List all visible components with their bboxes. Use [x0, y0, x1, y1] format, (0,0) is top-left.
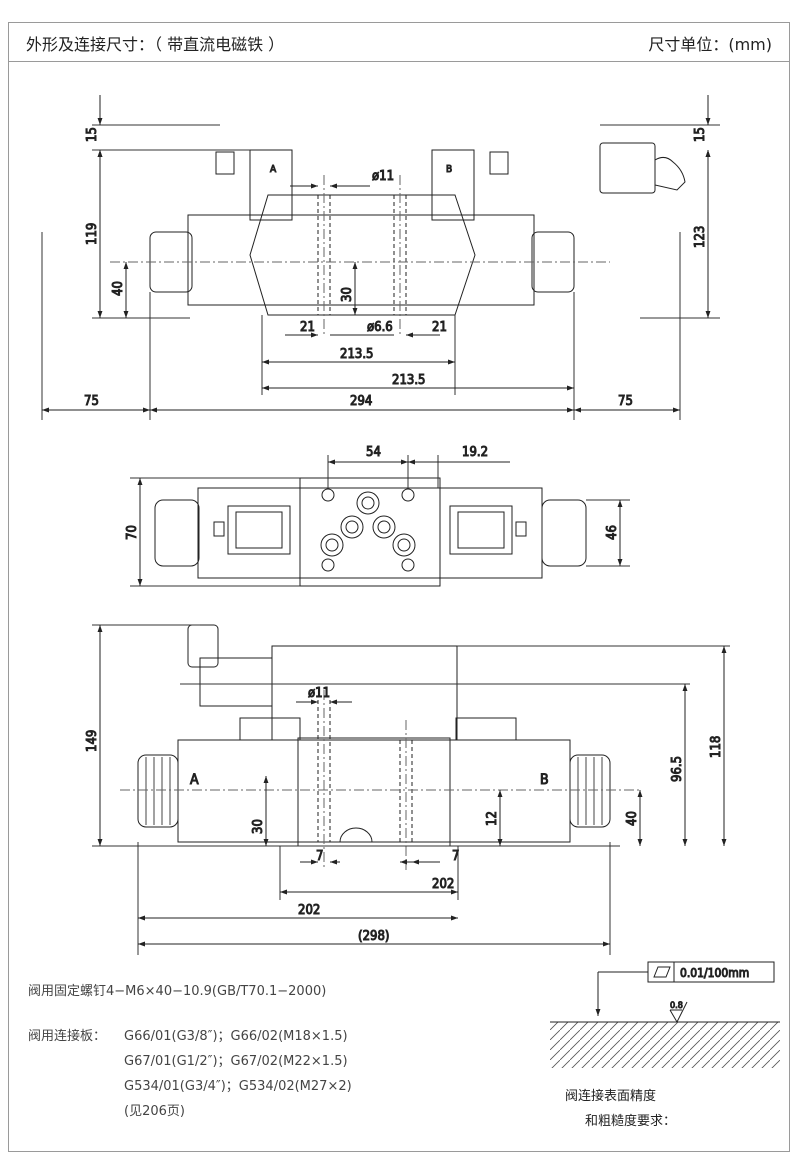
front-view: A B 15 119 40 30 ø11 ø6.6 21 21 213.5 21…: [41, 95, 720, 420]
side-extension-lines: [92, 624, 730, 955]
dim-40-side: 40: [625, 811, 640, 826]
dim-7-right: 7: [452, 849, 459, 864]
cable-gland-right: [654, 156, 686, 191]
dim-149: 149: [85, 730, 100, 752]
side-connector: [199, 657, 273, 707]
plate-line-2: G67/01(G1/2″)；G67/02(M22×1.5): [124, 1054, 348, 1069]
dim-202-b: 202: [298, 903, 320, 918]
dim-75-right: 75: [618, 394, 633, 409]
header-bar: 外形及连接尺寸：（ 带直流电磁铁 ） 尺寸单位：(mm): [8, 22, 790, 62]
dim-213-5-a: 213.5: [340, 347, 373, 362]
center-block: [249, 194, 476, 316]
side-step-left: [239, 717, 301, 741]
top-center-block: [299, 477, 441, 587]
side-plug: [187, 624, 219, 668]
drawing-frame: [8, 22, 790, 1152]
top-coil-right-inner: [457, 511, 505, 549]
top-extension-lines: [130, 455, 630, 587]
plate-line-1: G66/01(G3/8″)；G66/02(M18×1.5): [124, 1029, 348, 1044]
roughness-value: 0.8: [670, 1001, 683, 1011]
dim-96-5: 96.5: [670, 756, 685, 782]
surface-spec: 0.01/100mm 0.8: [550, 961, 780, 1068]
dim-19-2: 19.2: [462, 445, 488, 460]
dim-30-front: 30: [340, 287, 355, 302]
dim-30-side: 30: [251, 819, 266, 834]
flatness-icon: [653, 966, 671, 978]
side-step-right: [455, 717, 517, 741]
roughness-icon: [669, 1001, 688, 1024]
side-dimension-lines: [97, 625, 727, 947]
surface-caption-2: 和粗糙度要求：: [585, 1114, 677, 1129]
top-view: 54 19.2 70 46: [125, 445, 630, 587]
top-pin-right: [515, 521, 527, 537]
surface-caption-1: 阀连接表面精度: [565, 1089, 657, 1104]
dim-294: 294: [350, 394, 372, 409]
dim-118: 118: [709, 736, 724, 758]
dim-12: 12: [485, 811, 500, 826]
dim-phi11-side: ø11: [308, 686, 330, 701]
side-label-a: A: [190, 772, 199, 788]
plug-right: [599, 142, 656, 194]
top-coil-left-inner: [235, 511, 283, 549]
dim-54: 54: [366, 445, 381, 460]
dim-119: 119: [85, 223, 100, 245]
top-coil-right: [449, 505, 513, 555]
top-coil-left: [227, 505, 291, 555]
knurl-lines: [145, 757, 603, 825]
connector-b: [489, 151, 509, 175]
side-end-cap-right: [569, 754, 611, 828]
dim-202-a: 202: [432, 877, 454, 892]
solenoid-label-b: B: [446, 164, 452, 175]
dim-213-5-b: 213.5: [392, 373, 425, 388]
top-pin-left: [213, 521, 225, 537]
top-body: [197, 487, 543, 579]
dim-46: 46: [605, 525, 620, 540]
plate-line-4: (见206页): [124, 1104, 185, 1119]
dim-phi66: ø6.6: [367, 320, 393, 335]
hatched-surface: [550, 1022, 780, 1068]
side-label-b: B: [540, 772, 549, 788]
side-drain: [339, 827, 373, 843]
screw-note: 阀用固定螺钉4−M6×40−10.9(GB/T70.1−2000): [28, 984, 327, 999]
port-hidden-lines: [317, 195, 407, 315]
dim-7-left: 7: [316, 849, 323, 864]
connector-a: [215, 151, 235, 175]
coil-housing-b: [431, 149, 475, 221]
top-dimension-lines: [137, 459, 623, 586]
side-center-lines: [120, 690, 640, 870]
dim-298: (298): [358, 929, 389, 944]
plate-line-3: G534/01(G3/4″)；G534/02(M27×2): [124, 1079, 352, 1094]
coil-housing-a: [249, 149, 293, 221]
dim-21-right: 21: [432, 320, 447, 335]
top-ports: [320, 488, 416, 572]
dim-75-left: 75: [84, 394, 99, 409]
dim-15-left: 15: [85, 127, 100, 142]
dim-40-front: 40: [111, 281, 126, 296]
dim-21-left: 21: [300, 320, 315, 335]
side-center-block: [297, 737, 451, 847]
plate-label: 阀用连接板：: [28, 1029, 107, 1044]
top-end-cap-left: [154, 499, 200, 567]
solenoid-label-a: A: [270, 164, 277, 175]
side-body: [177, 739, 571, 843]
side-end-cap-left: [137, 754, 179, 828]
dim-70: 70: [125, 525, 140, 540]
center-lines: [110, 175, 610, 335]
dim-phi11-front: ø11: [372, 169, 394, 184]
side-view: A B 149 ø11 30 7 7 12 40 96.5 118 202 20…: [85, 624, 730, 955]
flatness-value: 0.01/100mm: [680, 966, 749, 980]
valve-body: [187, 214, 535, 306]
dim-15-right: 15: [693, 127, 708, 142]
front-dimension-lines: [42, 95, 711, 413]
side-hidden-lines: [317, 700, 413, 842]
page-title: 外形及连接尺寸：（ 带直流电磁铁 ）: [26, 35, 285, 54]
front-extension-lines: [41, 124, 720, 420]
top-end-cap-right: [541, 499, 587, 567]
units-label: 尺寸单位：(mm): [648, 35, 772, 54]
dim-123: 123: [693, 226, 708, 248]
